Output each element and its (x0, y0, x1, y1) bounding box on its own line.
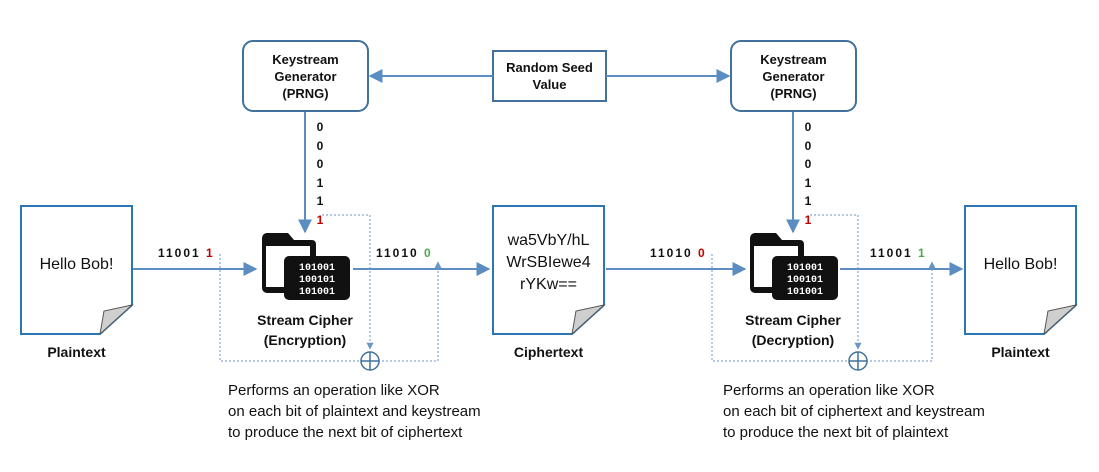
svg-text:101001: 101001 (787, 263, 823, 274)
current-bit: 0 (424, 246, 433, 260)
seed-box (492, 50, 607, 102)
plaintext-content: Hello Bob! (39, 256, 114, 273)
svg-text:100101: 100101 (787, 275, 823, 286)
keystream-bit: 1 (316, 194, 324, 209)
keystream-bit: 1 (804, 175, 812, 190)
current-bit: 1 (918, 246, 927, 260)
ciphertext-label: Ciphertext (513, 344, 584, 360)
bit-prefix: 11001 (870, 246, 919, 260)
left-generator-label: Keystream Generator (PRNG) (272, 52, 339, 101)
left-generator-box (242, 40, 369, 112)
ciphertext-bit-stream: 11010 0 (376, 246, 433, 260)
page-curl-icon (99, 304, 134, 336)
right-generator-label: Keystream Generator (PRNG) (760, 52, 827, 101)
keystream-bit: 1 (316, 175, 324, 190)
bit-prefix: 11001 (158, 246, 207, 260)
decryption-caption: Performs an operation like XOR on each b… (723, 382, 985, 441)
bit-prefix: 11010 (376, 246, 425, 260)
keystream-bit: 0 (316, 120, 324, 134)
bit-prefix: 11010 (650, 246, 699, 260)
keystream-bit: 0 (804, 138, 812, 153)
current-bit: 1 (206, 246, 215, 260)
page-curl-icon (571, 304, 606, 336)
keystream-bit: 0 (804, 120, 812, 134)
right-xor-dotted-paths (711, 214, 936, 362)
encryption-label: Stream Cipher (Encryption) (257, 312, 353, 348)
folder-binary-icon: 101001 100101 101001 (750, 233, 838, 300)
plaintext-output-bit-stream: 11001 1 (870, 246, 927, 260)
left-xor-dotted-paths (219, 214, 442, 362)
ciphertext-content: wa5VbY/hL WrSBIewe4 rYKw== (506, 232, 591, 293)
keystream-bit: 0 (316, 138, 324, 153)
plaintext-bit-stream: 11001 1 (158, 246, 215, 260)
left-keystream-bits: 0 0 0 1 1 1 (313, 118, 327, 230)
plaintext-output-content: Hello Bob! (983, 256, 1058, 273)
keystream-bit: 0 (316, 157, 324, 172)
xor-icon (848, 351, 868, 371)
encryption-caption: Performs an operation like XOR on each b… (228, 382, 481, 441)
page-curl-icon (1043, 304, 1078, 336)
keystream-bit-current: 1 (316, 212, 324, 227)
keystream-bit-current: 1 (804, 212, 812, 227)
right-keystream-bits: 0 0 0 1 1 1 (801, 118, 815, 230)
keystream-bit: 1 (804, 194, 812, 209)
right-generator-box (730, 40, 857, 112)
folder-binary-icon: 101001 100101 101001 (262, 233, 350, 300)
xor-icon (360, 351, 380, 371)
ciphertext-input-bit-stream: 11010 0 (650, 246, 707, 260)
svg-text:101001: 101001 (787, 287, 823, 298)
decryption-label: Stream Cipher (Decryption) (745, 312, 841, 348)
keystream-bit: 0 (804, 157, 812, 172)
current-bit: 0 (698, 246, 707, 260)
plaintext-output-label: Plaintext (991, 344, 1050, 360)
svg-text:100101: 100101 (299, 275, 335, 286)
seed-label: Random Seed Value (506, 60, 593, 92)
svg-text:101001: 101001 (299, 263, 335, 274)
plaintext-label: Plaintext (47, 344, 106, 360)
svg-text:101001: 101001 (299, 287, 335, 298)
